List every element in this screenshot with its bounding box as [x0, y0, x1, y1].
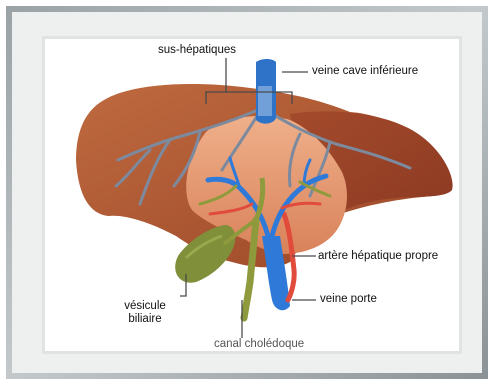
ivc-highlight	[258, 86, 272, 116]
label-sus-hepatiques: sus-hépatiques	[158, 44, 236, 57]
label-artere-hepatique-propre: artère hépatique propre	[318, 250, 438, 263]
label-canal-choledoque: canal cholédoque	[214, 338, 304, 351]
label-vesicule-line2: biliaire	[112, 313, 178, 326]
label-vesicule-line1: vésicule	[112, 300, 178, 313]
label-vesicule-biliaire: vésicule biliaire	[112, 300, 178, 326]
label-veine-cave-inferieure: veine cave inférieure	[312, 65, 418, 78]
label-veine-porte: veine porte	[320, 293, 377, 306]
